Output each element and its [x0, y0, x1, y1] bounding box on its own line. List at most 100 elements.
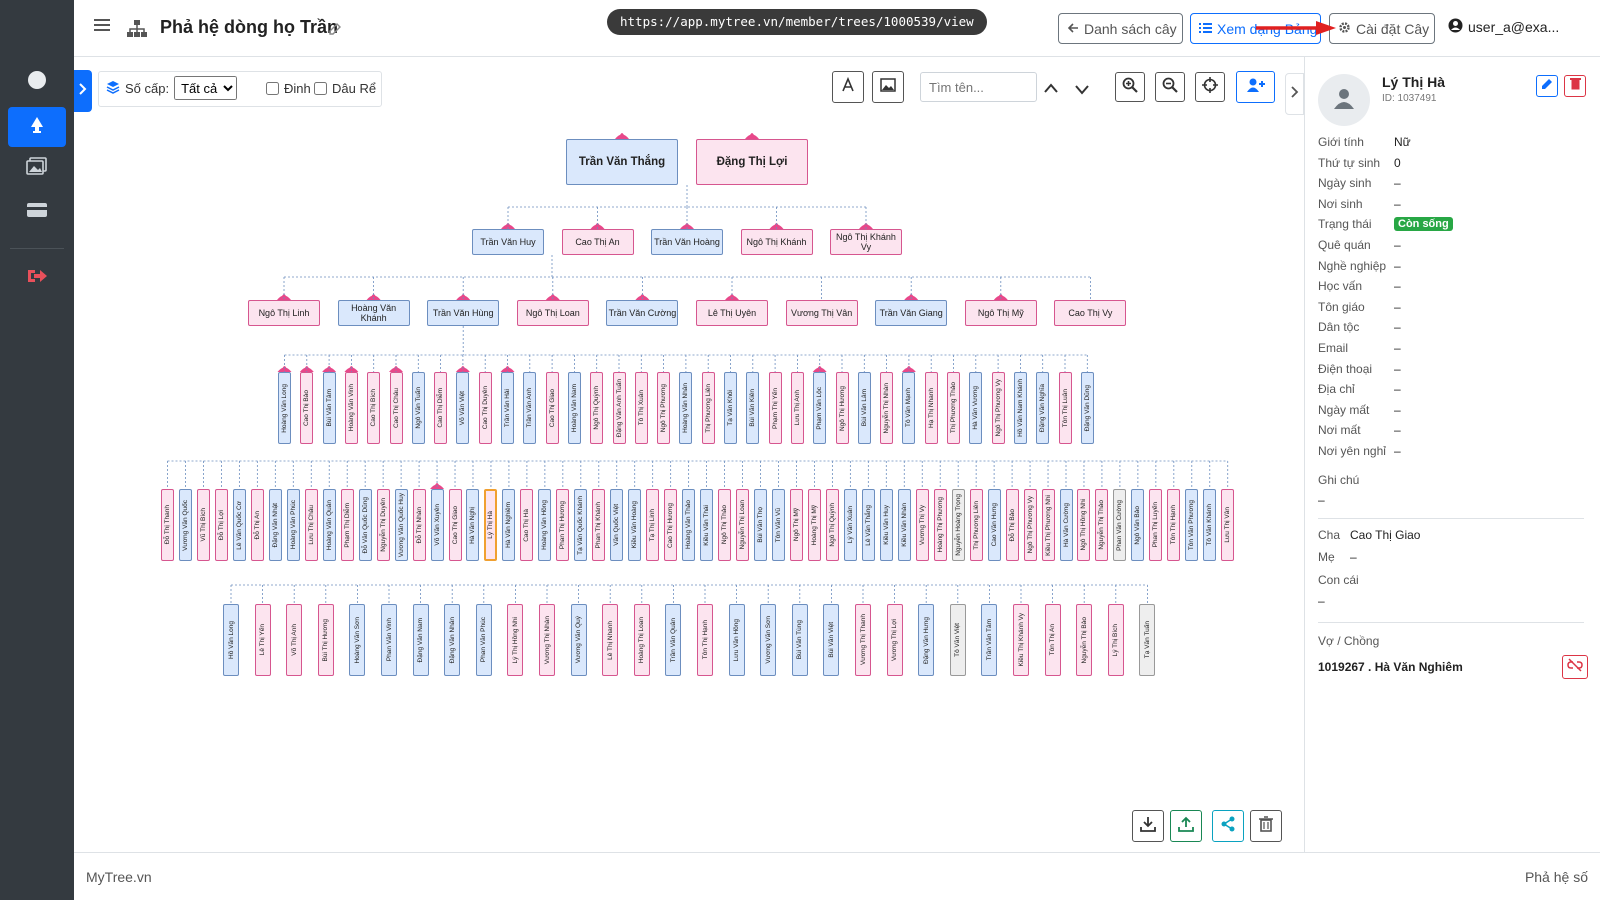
tree-node[interactable]: Tôn Thị Luân — [1058, 372, 1072, 444]
tree-node[interactable]: Phan Văn Cường — [1113, 489, 1127, 561]
tree-node[interactable]: Phạm Văn Lộc — [813, 372, 827, 444]
tree-node[interactable]: Nguyễn Hoàng Trọng — [951, 489, 965, 561]
zoom-out-button[interactable] — [1155, 72, 1185, 102]
tree-node[interactable]: Hoàng Văn Khánh — [337, 300, 410, 326]
tree-node[interactable]: Phan Văn Vinh — [381, 604, 397, 676]
tree-node[interactable]: Cao Thị Bích — [367, 372, 381, 444]
tree-node[interactable]: Hồ Văn Nam Khánh — [1013, 372, 1027, 444]
tree-node[interactable]: Lê Thị Yến — [254, 604, 271, 676]
tree-node[interactable]: Thị Phương Liên — [969, 489, 983, 561]
tree-node[interactable]: Phan Thị Hương — [556, 489, 570, 561]
tree-node[interactable]: Bùi Văn Lâm — [857, 372, 871, 444]
tree-node[interactable]: Ngô Thị Quỳnh — [590, 372, 604, 444]
tree-node[interactable]: Ngô Thị Khánh Vy — [830, 229, 902, 255]
tree-node[interactable]: Đặng Văn Nhân — [444, 604, 461, 676]
tree-node[interactable]: Tô Văn Mạnh — [902, 372, 916, 444]
tree-node[interactable]: Lưu Thị Vân — [1221, 489, 1235, 561]
tree-node[interactable]: Ngô Văn Tuấn — [411, 372, 425, 444]
tree-node[interactable]: Ngô Thị Phương — [657, 372, 671, 444]
right-panel-toggle[interactable] — [1285, 73, 1304, 115]
tree-node[interactable]: Lê Thị Uyên — [696, 300, 768, 326]
chevron-up-icon[interactable] — [1044, 80, 1058, 98]
tree-node[interactable]: Lý Thị Hà — [484, 489, 498, 561]
tree-node[interactable]: Phạm Thị Diễm — [340, 489, 354, 561]
tree-node[interactable]: Nguyễn Thị Nhàn — [880, 372, 894, 444]
tree-node[interactable]: Vương Văn Sơn — [760, 604, 777, 676]
tree-node[interactable]: Võ Thị Anh — [286, 604, 303, 676]
tree-node[interactable]: Hoàng Văn Sơn — [349, 604, 366, 676]
tree-node[interactable]: Ngô Thị Thảo — [718, 489, 732, 561]
tree-list-button[interactable]: Danh sách cây — [1058, 13, 1183, 44]
tree-node[interactable]: Lê Thị Nhanh — [602, 604, 619, 676]
tree-node[interactable]: Ngô Thị Hương — [835, 372, 849, 444]
tree-node[interactable]: Đặng Văn Nam — [412, 604, 429, 676]
tree-node[interactable]: Cao Thị An — [561, 229, 634, 255]
tree-node[interactable]: Tô Văn Việt — [949, 604, 966, 676]
tree-node[interactable]: Lê Văn Quốc Cơ — [232, 489, 246, 561]
tree-node[interactable]: Đặng Văn Dũng — [1080, 372, 1094, 444]
tree-node[interactable]: Đỗ Thị An — [250, 489, 264, 561]
dinh-checkbox[interactable] — [266, 81, 279, 95]
tree-node[interactable]: Hoàng Văn Nhân — [679, 372, 693, 444]
tree-node[interactable]: Trần Văn Hoàng — [651, 229, 723, 255]
tree-node[interactable]: Trần Văn Anh — [523, 372, 537, 444]
image-button[interactable] — [872, 71, 904, 103]
tree-node[interactable]: Võ Văn Việt — [456, 372, 470, 444]
tree-node[interactable]: Hoàng Văn Phúc — [286, 489, 300, 561]
tree-node[interactable]: Kiều Văn Huy — [879, 489, 893, 561]
tree-node[interactable]: Đỗ Thị Bảo — [1005, 489, 1019, 561]
father-value[interactable]: Cao Thị Giao — [1350, 528, 1421, 542]
tree-node[interactable]: Đặng Văn Nghĩa — [1036, 372, 1050, 444]
tree-node[interactable]: Hoàng Văn Thảo — [682, 489, 696, 561]
tree-node[interactable]: Cao Thị Vy — [1054, 300, 1127, 326]
tree-node[interactable]: Ngô Thị Hồng Nhi — [1077, 489, 1091, 561]
tree-node[interactable]: Vương Thị Lợi — [886, 604, 903, 676]
tree-node[interactable]: Nguyễn Thị Bảo — [1076, 604, 1093, 676]
tree-node[interactable]: Lý Thị Hồng Nhi — [507, 604, 524, 676]
hamburger-icon[interactable] — [94, 17, 110, 38]
chevron-down-icon[interactable] — [1075, 82, 1089, 100]
tree-node[interactable]: Tôn Văn Vũ — [771, 489, 785, 561]
tree-node[interactable]: Hoàng Văn Vinh — [344, 372, 358, 444]
left-panel-toggle[interactable] — [74, 70, 92, 112]
tree-node[interactable]: Vương Văn Quý — [570, 604, 587, 676]
tree-node[interactable]: Phan Văn Phúc — [475, 604, 492, 676]
sidebar-item-card[interactable] — [8, 192, 66, 232]
tree-node[interactable]: Thị Phương Liên — [701, 372, 715, 444]
sidebar-item-home[interactable] — [8, 62, 66, 102]
tree-node[interactable]: Trần Văn Giang — [875, 300, 948, 326]
tree-node[interactable]: Vũ Thị Bích — [196, 489, 210, 561]
tree-node[interactable]: Trần Văn Tâm — [981, 604, 998, 676]
tree-node[interactable]: Vương Văn Quốc Huy — [394, 489, 408, 561]
tree-node[interactable]: Vương Thị Thanh — [855, 604, 871, 676]
tree-node[interactable]: Hạ Thị Nhanh — [924, 372, 938, 444]
tree-node[interactable]: Bùi Văn Việt — [823, 604, 840, 676]
user-menu[interactable]: user_a@exa... — [1448, 18, 1559, 36]
tree-node[interactable]: Tôn Thị Hạnh — [697, 604, 713, 676]
tree-node[interactable]: Hồ Văn Long — [223, 604, 239, 676]
sidebar-item-tree[interactable] — [8, 107, 66, 147]
tree-node[interactable]: Kiều Thị Khánh Vy — [1013, 604, 1029, 676]
tree-node[interactable]: Bùi Văn Kiên — [746, 372, 760, 444]
tree-node[interactable]: Tạ Thị Linh — [646, 489, 660, 561]
tree-node[interactable]: Ngô Thị Loan — [516, 300, 589, 326]
tree-node[interactable]: Trần Văn Cường — [606, 300, 679, 326]
tree-node[interactable]: Cao Thị Bảo — [300, 372, 314, 444]
delete-member-button[interactable] — [1564, 75, 1586, 97]
tree-node[interactable]: Tạ Văn Quốc Khánh — [574, 489, 588, 561]
center-button[interactable] — [1195, 72, 1225, 102]
edit-pencil-icon[interactable] — [328, 22, 342, 41]
tree-node[interactable]: Tạ Văn Tuấn — [1139, 604, 1156, 676]
tree-node[interactable]: Lưu Văn Hồng — [728, 604, 745, 676]
tree-node[interactable]: Nguyễn Thị Thảo — [1095, 489, 1109, 561]
daure-checkbox[interactable] — [314, 81, 327, 95]
tree-node[interactable]: Kiều Thị Phương Nhi — [1041, 489, 1055, 561]
tree-node[interactable]: Bùi Văn Tâm — [322, 372, 336, 444]
delete-tree-button[interactable] — [1250, 810, 1282, 842]
tree-node[interactable]: Cao Thị Giao — [448, 489, 462, 561]
tree-node[interactable]: Hoàng Văn Long — [278, 372, 291, 444]
tree-node[interactable]: Vương Thị Vân — [785, 300, 858, 326]
tree-node[interactable]: Văn Quốc Việt — [610, 489, 624, 561]
tree-node[interactable]: Hoàng Văn Hồng — [538, 489, 552, 561]
